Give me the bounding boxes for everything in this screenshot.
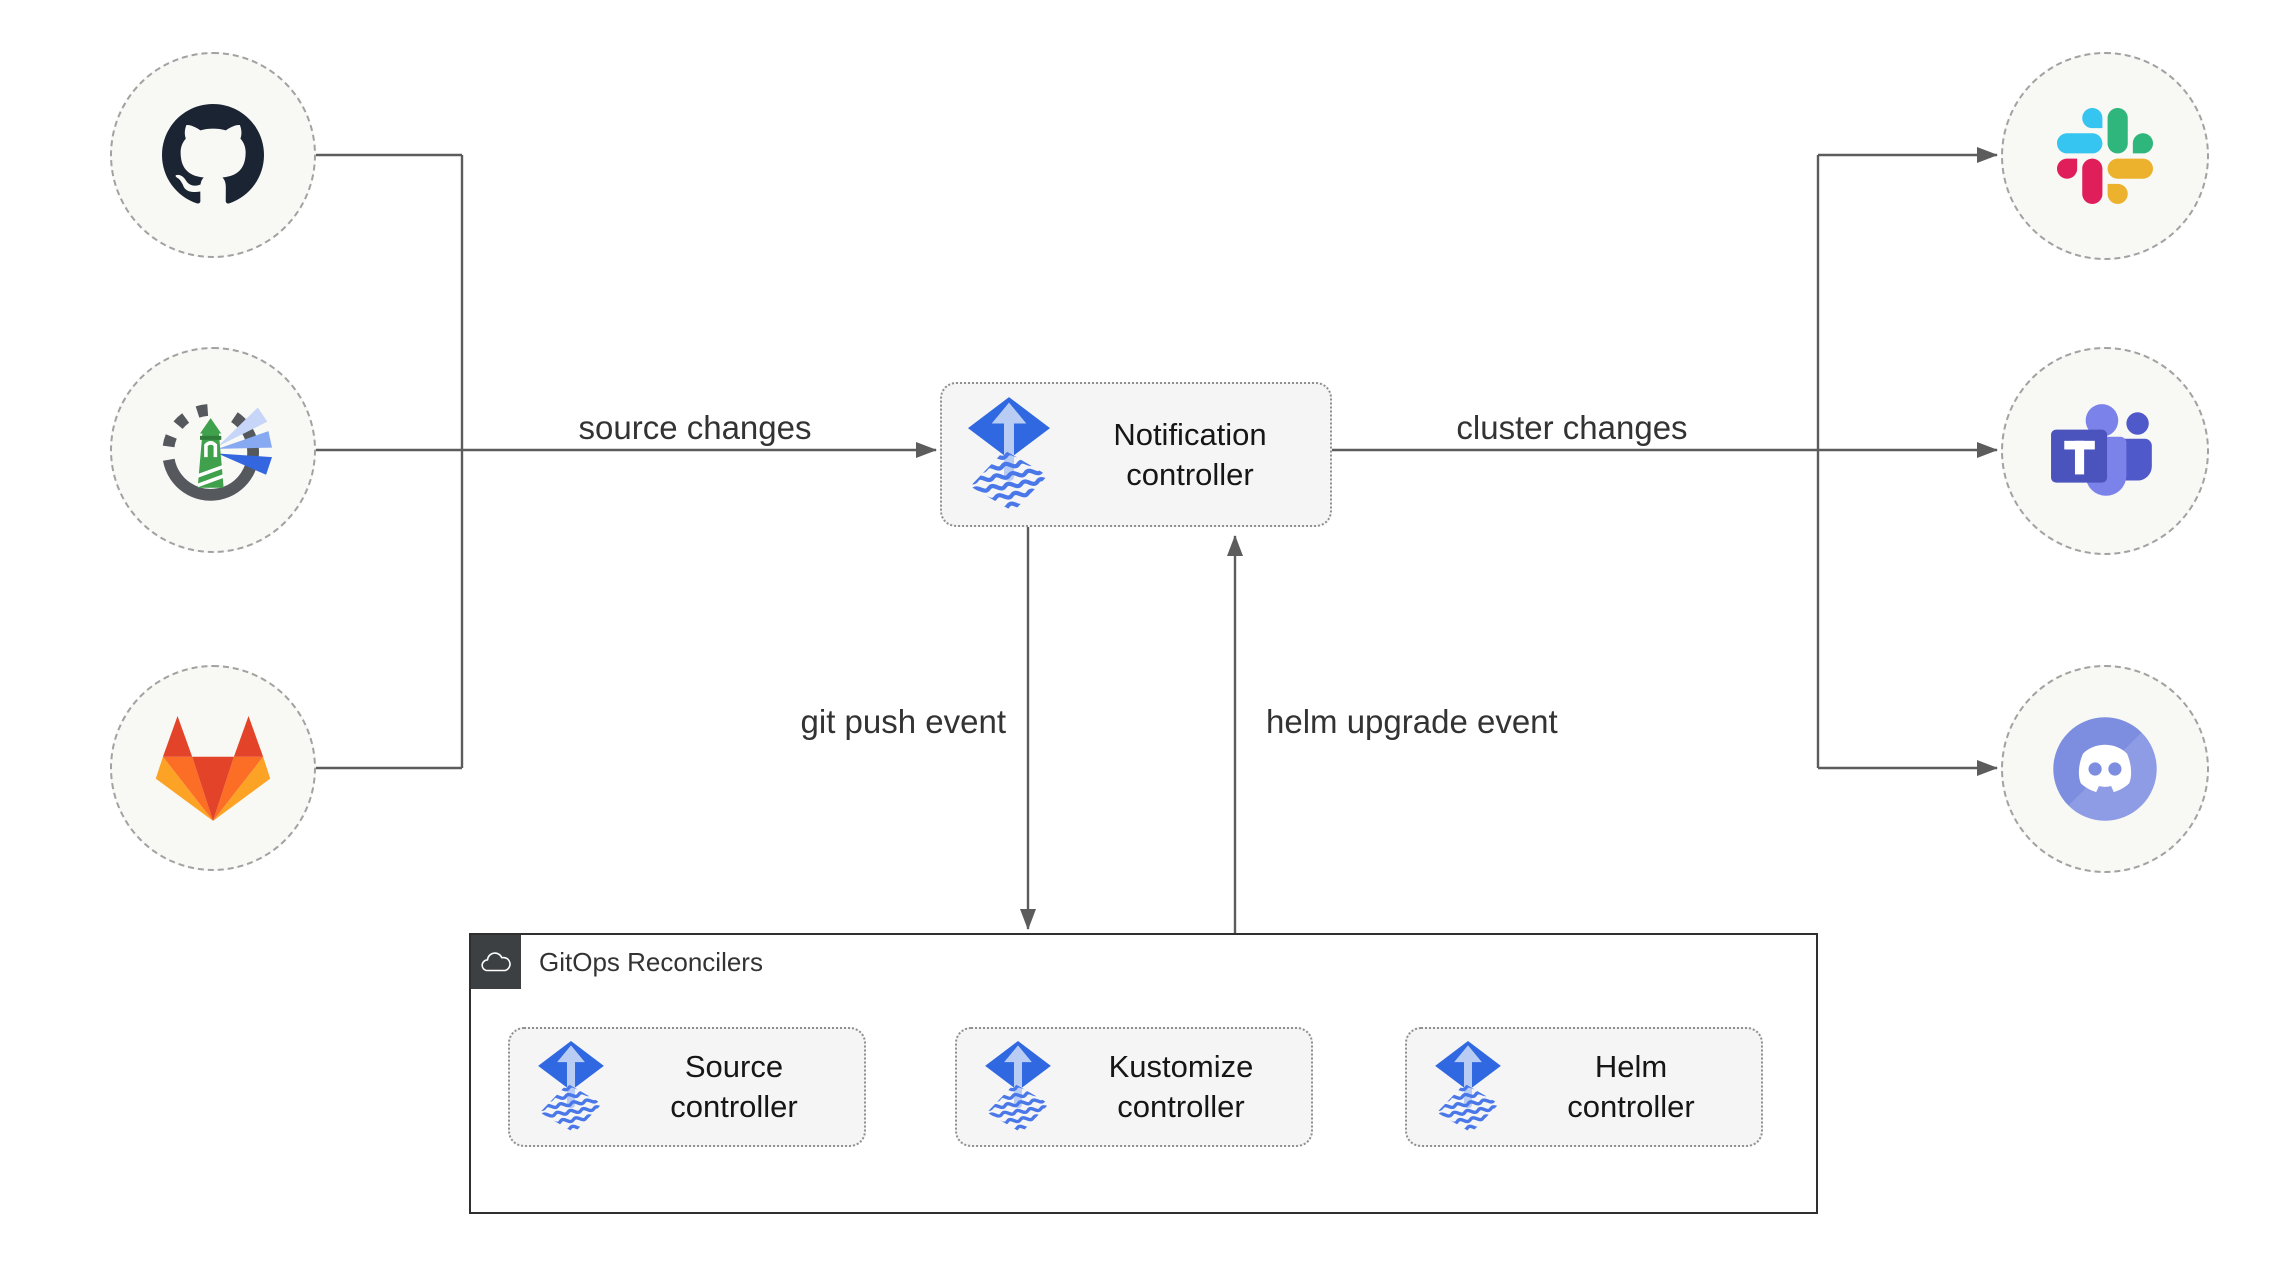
github-icon [162, 104, 264, 204]
harbor-icon [162, 403, 272, 501]
flux-icon [1435, 1041, 1501, 1133]
node-ms-teams [2001, 347, 2209, 555]
slack-icon [2057, 108, 2153, 204]
source-controller-label: Source controller [670, 1049, 798, 1124]
flux-icon [968, 397, 1050, 512]
node-harbor [110, 347, 316, 553]
gitlab-icon [155, 715, 271, 821]
edge-label-helm-upgrade-event: helm upgrade event [1260, 703, 1564, 741]
node-discord [2001, 665, 2209, 873]
group-title: GitOps Reconcilers [539, 946, 763, 977]
node-gitlab [110, 665, 316, 871]
kustomize-controller-label: Kustomize controller [1108, 1049, 1254, 1124]
node-helm-controller: Helm controller [1405, 1027, 1763, 1147]
cloud-icon [481, 952, 511, 972]
ms-teams-icon [2051, 404, 2152, 496]
edge-label-source-changes: source changes [572, 409, 818, 447]
flux-icon [538, 1041, 604, 1133]
helm-controller-label: Helm controller [1567, 1049, 1695, 1124]
group-badge [471, 935, 521, 989]
node-github [110, 52, 316, 258]
discord-icon [2053, 717, 2157, 821]
node-slack [2001, 52, 2209, 260]
flux-icon [985, 1041, 1051, 1133]
notification-controller-label: Notification controller [1113, 416, 1267, 492]
node-kustomize-controller: Kustomize controller [955, 1027, 1313, 1147]
node-notification-controller: Notification controller [940, 382, 1332, 527]
edge-label-cluster-changes: cluster changes [1450, 409, 1694, 447]
node-source-controller: Source controller [508, 1027, 866, 1147]
edge-label-git-push-event: git push event [794, 703, 1012, 741]
